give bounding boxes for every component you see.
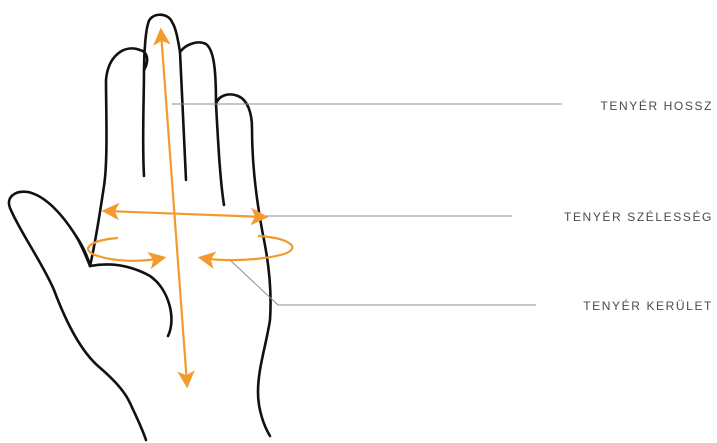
label-palm-circumference: TENYÉR KERÜLET bbox=[583, 299, 713, 313]
circumference-arc-left bbox=[88, 238, 162, 261]
measurement-arrows bbox=[88, 32, 292, 384]
hand-icon bbox=[9, 15, 271, 440]
width-arrow bbox=[106, 211, 264, 217]
circumference-arc-right bbox=[202, 236, 292, 260]
label-palm-width: TENYÉR SZÉLESSÉG bbox=[564, 210, 713, 224]
length-arrow bbox=[161, 32, 187, 384]
leader-lines bbox=[172, 104, 562, 305]
leader-line-circumference bbox=[230, 260, 536, 305]
label-palm-length: TENYÉR HOSSZ bbox=[600, 99, 713, 113]
